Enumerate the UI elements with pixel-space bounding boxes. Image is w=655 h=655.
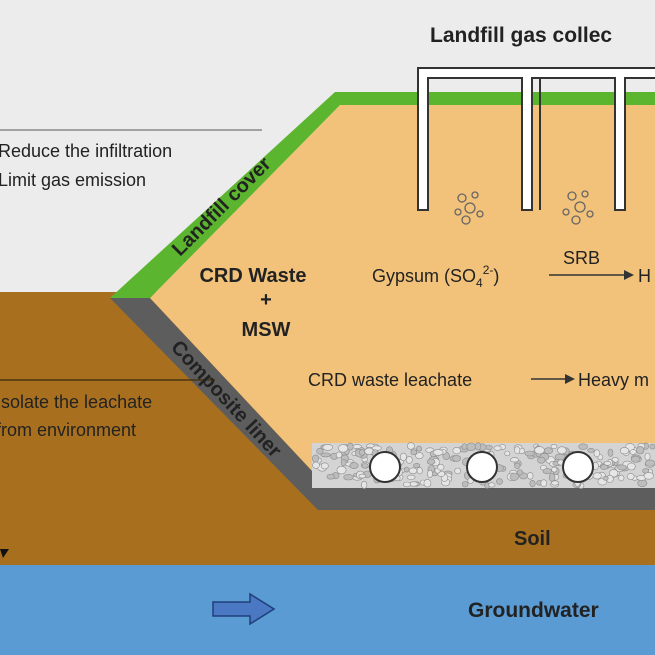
left-edge-marker-icon [0, 549, 9, 558]
leachate-pipe-1 [369, 451, 401, 483]
liner-note-2: from environment [0, 420, 136, 440]
flow-arrow-icon [212, 592, 276, 626]
reaction1-arrowhead [624, 270, 634, 280]
reaction2-reactant: CRD waste leachate [308, 370, 472, 390]
reaction2-product: Heavy m [578, 370, 649, 390]
groundwater-label: Groundwater [468, 599, 599, 622]
waste-label-plus: + [260, 289, 272, 311]
reaction1-agent: SRB [563, 248, 600, 268]
leachate-pipe-3 [562, 451, 594, 483]
waste-label-1: CRD Waste [199, 265, 306, 287]
liner-note-1: Isolate the leachate [0, 392, 152, 412]
landfill-cover [110, 92, 655, 298]
soil-label: Soil [514, 528, 551, 550]
groundwater-layer [0, 565, 655, 655]
leachate-pipe-2 [466, 451, 498, 483]
gas-bubbles-icon [454, 190, 594, 225]
gas-collection-title: Landfill gas collec [430, 24, 612, 47]
gas-pipe-bodies [419, 69, 655, 209]
cover-note-1: Reduce the infiltration [0, 141, 172, 161]
reaction2-arrowhead [565, 374, 575, 384]
gas-pipe-outline [417, 67, 655, 211]
composite-liner [110, 298, 655, 510]
reaction1-reactant: Gypsum (SO42-) [372, 263, 499, 290]
reaction1-product: H [638, 266, 651, 286]
cover-note-2: Limit gas emission [0, 170, 146, 190]
waste-label-2: MSW [242, 319, 291, 341]
